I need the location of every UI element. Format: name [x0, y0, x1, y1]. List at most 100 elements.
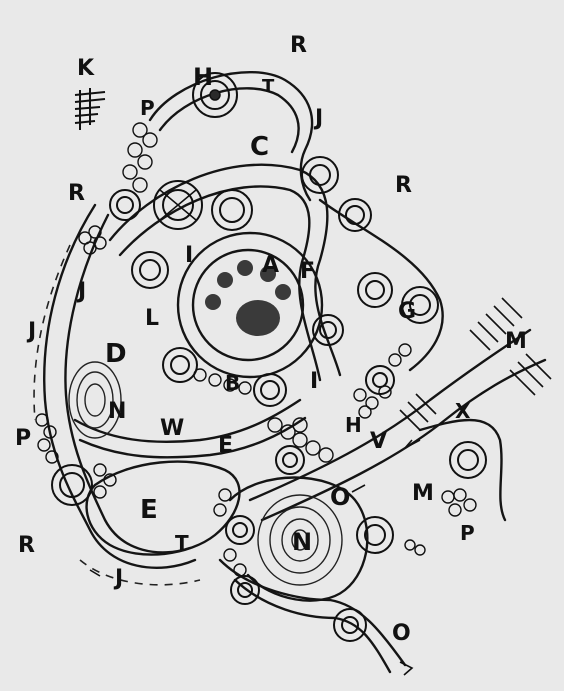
steps-east: [399, 297, 552, 431]
step: [493, 305, 515, 327]
central-planting-e: [205, 294, 221, 310]
zone-label-g: G: [398, 299, 416, 324]
south-exit-path: [218, 558, 407, 667]
zone-label-m: M: [505, 329, 527, 354]
tree-canopy: [225, 515, 255, 545]
zone-label-r: R: [290, 33, 307, 58]
tree-canopy: [131, 251, 169, 289]
tree-canopy: [449, 441, 487, 479]
mound-west-ring-3: [84, 383, 106, 417]
tree-canopy: [162, 347, 198, 383]
zone-label-r: R: [68, 181, 85, 206]
step: [525, 353, 552, 380]
diagonal-promenade: [248, 328, 532, 502]
corner-hatch-k: [74, 88, 106, 130]
mound-south-ring-1: [257, 494, 343, 586]
zone-label-h: H: [345, 413, 362, 437]
mound-west-ring-1: [68, 361, 122, 439]
mound-south: [257, 494, 343, 586]
w-path-2: [78, 416, 307, 459]
hatch: [74, 113, 99, 117]
tree-canopy: [333, 608, 367, 642]
tree-canopy: [312, 314, 344, 346]
zone-label-o: O: [330, 483, 350, 511]
zone-label-j: J: [313, 106, 323, 131]
zone-label-j: J: [26, 319, 36, 344]
zone-label-x: X: [455, 399, 471, 423]
shrub-cluster-east: [353, 343, 412, 419]
tree-canopy: [357, 272, 393, 308]
hatch: [74, 120, 96, 124]
step: [509, 369, 536, 396]
zone-label-t: T: [175, 531, 189, 555]
tree-canopy: [301, 156, 339, 194]
e-lawn-outline: [85, 460, 241, 556]
tree-canopy: [253, 373, 287, 407]
zone-labels: K H R T J C R P R I A F J L G J D M I B …: [15, 33, 527, 646]
path-network: [33, 71, 547, 674]
mound-south-ring-2: [269, 506, 331, 574]
zone-label-t: T: [262, 76, 275, 97]
zone-label-r: R: [395, 173, 412, 198]
arrow: [89, 569, 101, 577]
zone-label-f: F: [300, 259, 315, 284]
tree-canopy: [230, 575, 260, 605]
zone-label-k: K: [77, 56, 95, 81]
step: [477, 321, 499, 343]
shrub-cluster-east-entry: [404, 488, 477, 556]
top-loop-path: [148, 71, 314, 202]
outer-walkway-inner-edge: [64, 213, 192, 554]
zone-label-l: L: [145, 306, 159, 331]
step: [415, 393, 437, 415]
zone-label-i: I: [185, 243, 193, 268]
zone-label-j: J: [76, 279, 86, 304]
tree-canopy: [401, 286, 439, 324]
zone-label-c: C: [250, 132, 269, 162]
shrub-clusters: [35, 122, 477, 577]
zone-label-a: A: [262, 253, 279, 278]
tree-canopy: [51, 464, 93, 506]
zone-label-o: O: [392, 621, 411, 646]
central-planting-d: [275, 284, 291, 300]
mound-south-ring-3: [281, 518, 319, 562]
zone-label-d: D: [105, 339, 127, 369]
tree-canopy: [275, 445, 305, 475]
zone-label-n: N: [108, 399, 126, 424]
step: [469, 329, 491, 351]
shrub-cluster-under-d: [193, 368, 252, 395]
mound-west: [68, 361, 122, 439]
zone-label-p: P: [460, 521, 475, 545]
tree-canopy: [338, 198, 372, 232]
zone-label-n: N: [292, 528, 312, 556]
zone-label-m: M: [412, 481, 434, 506]
central-planting-main: [236, 300, 280, 336]
inner-loop-path: [108, 163, 342, 377]
zone-label-i: I: [310, 369, 318, 394]
dashed-boundary-west: [33, 244, 71, 421]
zone-label-p: P: [140, 96, 155, 120]
arrow: [404, 439, 421, 449]
central-planting-b: [237, 260, 253, 276]
tree-canopy: [192, 72, 238, 118]
tree-canopy: [211, 189, 253, 231]
shrub-cluster-north: [122, 122, 158, 193]
east-entry-path: [418, 418, 507, 522]
central-ring-outer: [176, 231, 324, 379]
central-ring-inner: [191, 248, 305, 362]
top-loop-path-2: [158, 87, 300, 154]
shrub-cluster-south-lane: [213, 488, 247, 577]
mound-south-ring-4: [291, 529, 309, 551]
trees-large: [51, 72, 487, 642]
zone-label-p: P: [15, 426, 31, 451]
tree-canopy: [109, 189, 141, 221]
dashed-boundary-south: [79, 559, 201, 586]
zone-label-w: W: [160, 416, 184, 441]
zone-label-h: H: [193, 63, 213, 91]
shrub-cluster-west: [78, 225, 107, 255]
south-loop: [228, 476, 369, 602]
zone-label-v: V: [370, 429, 387, 454]
shrub-cluster-center-south: [267, 417, 334, 463]
